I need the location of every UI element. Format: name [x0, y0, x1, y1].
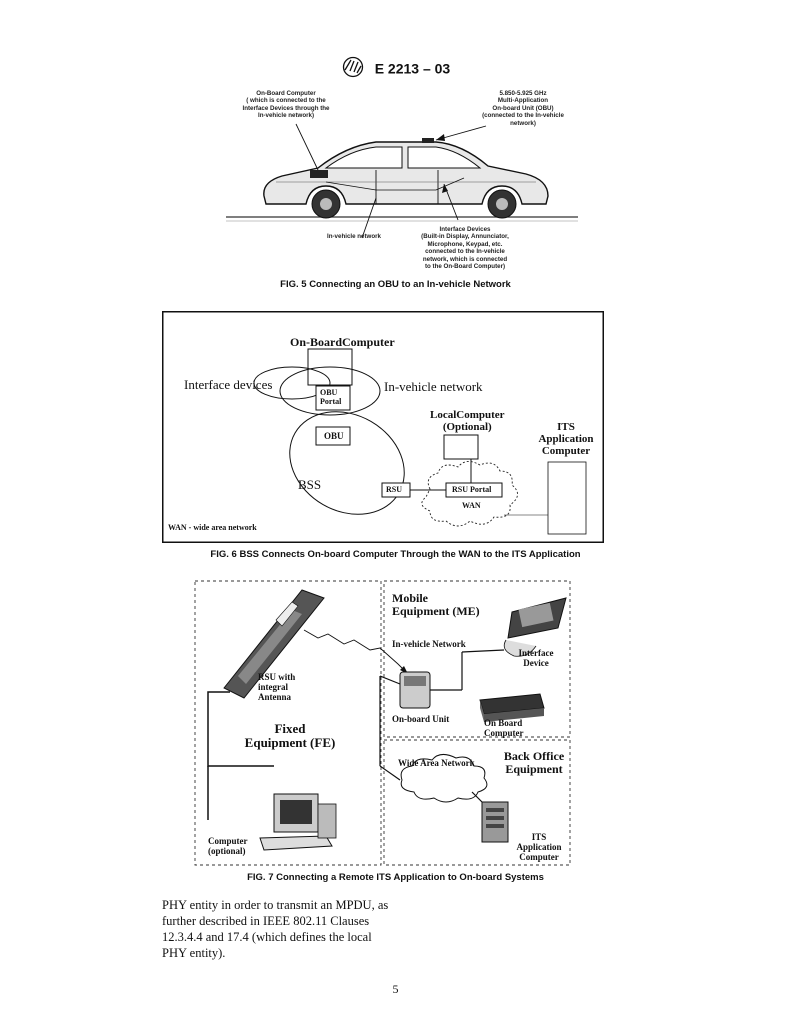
fig6-interface-devices: Interface devices [184, 377, 273, 392]
fig6-local-computer: LocalComputer(Optional) [430, 409, 505, 433]
page-number: 5 [392, 982, 399, 996]
fig6-invehicle-network: In-vehicle network [384, 379, 483, 394]
astm-logo-icon [341, 56, 365, 81]
fig5-caption: FIG. 5 Connecting an OBU to an In-vehicl… [280, 279, 511, 290]
fig6-onboard-computer: On-BoardComputer [290, 335, 395, 349]
fig7-invehicle-network: In-vehicle Network [392, 639, 466, 649]
fig6-diagram: On-BoardComputer Interface devices In-ve… [162, 311, 604, 543]
fig6-caption: FIG. 6 BSS Connects On-board Computer Th… [210, 549, 581, 560]
fig5-illustration: On-Board Computer ( which is connected t… [226, 86, 578, 274]
remote-its-diagram [194, 580, 571, 866]
fig5-obu-label: 5.850-5.925 GHz Multi-Application On-boa… [482, 90, 564, 127]
fig6-obu: OBU [324, 431, 344, 441]
fig6-bss: BSS [298, 477, 322, 492]
fig7-caption: FIG. 7 Connecting a Remote ITS Applicati… [247, 872, 544, 883]
fig7-wide-area-network: Wide Area Network [398, 758, 475, 768]
fig5-computer-label: On-Board Computer ( which is connected t… [242, 90, 330, 120]
standard-designation: E 2213 – 03 [374, 60, 451, 77]
fig7-computer-optional: Computer(optional) [208, 836, 248, 856]
fig6-rsu-portal: RSU Portal [452, 485, 492, 494]
fig7-onboard-unit: On-board Unit [392, 714, 450, 724]
fig6-wan: WAN [462, 501, 481, 510]
car-drawing [226, 123, 578, 239]
fig6-rsu: RSU [386, 485, 403, 494]
fig5-devices-label: Interface Devices (Built-in Display, Ann… [421, 226, 509, 271]
fig6-wan-note: WAN - wide area network [168, 523, 257, 532]
body-paragraph: PHY entity in order to transmit an MPDU,… [162, 898, 389, 960]
bss-diagram [162, 311, 604, 543]
document-header: E 2213 – 03 [0, 56, 791, 81]
fig5-network-label: In-vehicle network [327, 233, 381, 240]
